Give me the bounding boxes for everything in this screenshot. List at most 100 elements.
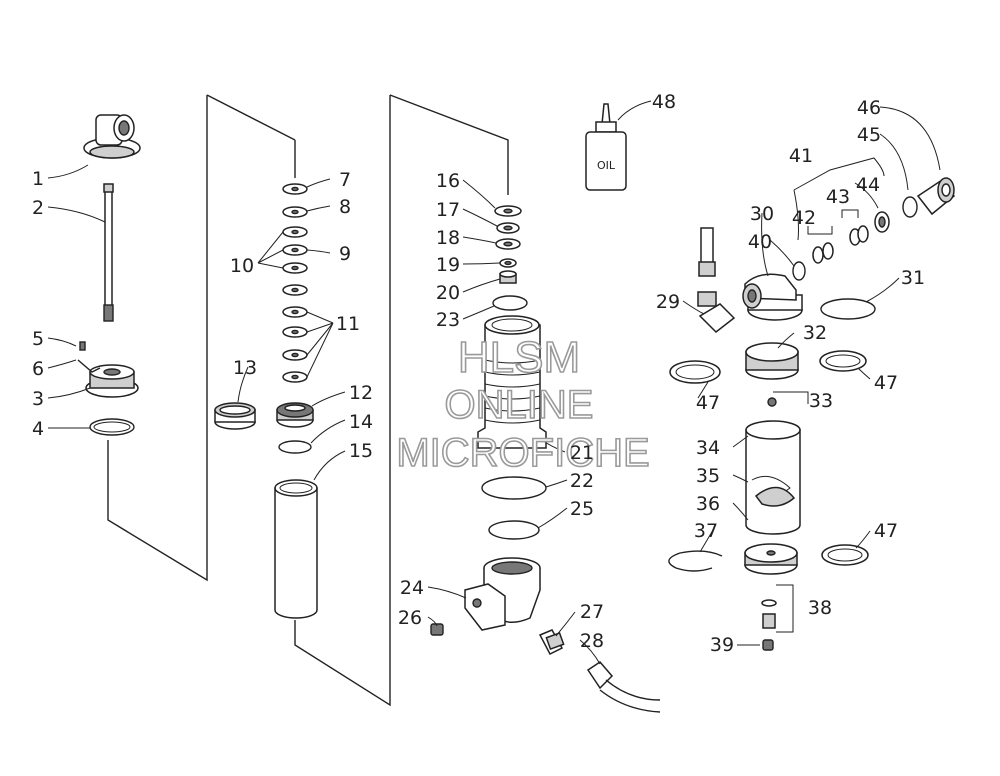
callout-26[interactable]: 26 [398, 607, 422, 629]
callout-38[interactable]: 38 [808, 597, 832, 619]
watermark: HLSM ONLINE MICROFICHE [396, 332, 651, 476]
shaft-part-2[interactable] [103, 183, 114, 322]
callout-25[interactable]: 25 [570, 498, 594, 520]
washers-part-42[interactable] [812, 242, 834, 264]
pin-part-5[interactable] [79, 341, 86, 351]
cap-part-39[interactable] [762, 639, 774, 651]
callout-40[interactable]: 40 [748, 231, 772, 253]
callout-9[interactable]: 9 [339, 243, 351, 265]
assembly-frame-lines [107, 94, 509, 707]
callout-23[interactable]: 23 [436, 309, 460, 331]
callout-12[interactable]: 12 [349, 382, 373, 404]
callout-36[interactable]: 36 [696, 493, 720, 515]
callout-24[interactable]: 24 [400, 577, 424, 599]
nut-part-3[interactable] [85, 364, 139, 398]
o-ring-part-23[interactable] [492, 295, 528, 311]
callout-13[interactable]: 13 [233, 357, 257, 379]
callout-19[interactable]: 19 [436, 254, 460, 276]
callout-17[interactable]: 17 [436, 199, 460, 221]
fitting-part-27[interactable] [538, 629, 565, 655]
callout-42[interactable]: 42 [792, 207, 816, 229]
callout-2[interactable]: 2 [32, 197, 44, 219]
watermark-line-3: MICROFICHE [396, 431, 649, 475]
washer-part-16[interactable] [494, 205, 522, 217]
watermark-line-2: ONLINE [445, 383, 594, 427]
callout-10[interactable]: 10 [230, 255, 254, 277]
seal-rings-part-47[interactable] [669, 350, 869, 566]
callout-47-left[interactable]: 47 [696, 392, 720, 414]
reservoir-head-part-30[interactable] [742, 273, 803, 321]
hose-fitting-part-29[interactable] [697, 227, 736, 333]
o-ring-part-22[interactable] [481, 476, 547, 500]
o-ring-part-31[interactable] [820, 298, 876, 320]
washer-part-19[interactable] [499, 258, 517, 268]
callout-46[interactable]: 46 [857, 97, 881, 119]
snap-ring-part-37[interactable] [668, 550, 723, 572]
piston-part-32[interactable] [745, 342, 799, 380]
hose-part-28[interactable] [586, 661, 661, 713]
callout-labels: 1 2 3 4 5 6 7 8 9 10 11 12 13 14 15 16 1… [32, 91, 925, 656]
callout-11[interactable]: 11 [336, 313, 360, 335]
callout-16[interactable]: 16 [436, 170, 460, 192]
callout-3[interactable]: 3 [32, 388, 44, 410]
callout-43[interactable]: 43 [826, 186, 850, 208]
oil-bottle-part-48[interactable] [585, 103, 627, 191]
piston-part-12[interactable] [276, 402, 314, 428]
adjuster-part-46[interactable] [916, 177, 956, 216]
callout-30[interactable]: 30 [750, 203, 774, 225]
callout-34[interactable]: 34 [696, 437, 720, 459]
o-ring-part-25[interactable] [488, 520, 540, 540]
callout-18[interactable]: 18 [436, 227, 460, 249]
lower-eyelet-part-24[interactable] [464, 557, 541, 631]
washer-stack-parts-7-11[interactable] [282, 183, 308, 383]
callout-29[interactable]: 29 [656, 291, 680, 313]
o-ring-part-40[interactable] [792, 261, 806, 281]
callout-44[interactable]: 44 [856, 174, 880, 196]
callout-20[interactable]: 20 [436, 282, 460, 304]
reservoir-part-34[interactable] [745, 420, 801, 535]
o-ring-part-4[interactable] [89, 418, 135, 436]
callout-7[interactable]: 7 [339, 169, 351, 191]
watermark-line-1: HLSM [458, 333, 580, 382]
eyelet-part-1[interactable] [83, 114, 141, 159]
washer-part-18[interactable] [495, 238, 521, 250]
spring-body-part-21[interactable] [477, 315, 547, 449]
callout-41[interactable]: 41 [789, 145, 813, 167]
leader-lines [47, 100, 941, 665]
end-cap-part-36[interactable] [744, 543, 798, 575]
callout-37[interactable]: 37 [694, 520, 718, 542]
callout-14[interactable]: 14 [349, 411, 373, 433]
callout-32[interactable]: 32 [803, 322, 827, 344]
valve-core-part-38[interactable] [761, 599, 777, 629]
callout-47-lower[interactable]: 47 [874, 520, 898, 542]
washer-part-44[interactable] [874, 211, 890, 233]
bushing-part-13[interactable] [214, 402, 256, 430]
callout-4[interactable]: 4 [32, 418, 44, 440]
callout-5[interactable]: 5 [32, 328, 44, 350]
callout-8[interactable]: 8 [339, 196, 351, 218]
callout-45[interactable]: 45 [857, 124, 881, 146]
callout-33[interactable]: 33 [809, 390, 833, 412]
callout-6[interactable]: 6 [32, 358, 44, 380]
callout-47-right[interactable]: 47 [874, 372, 898, 394]
callout-22[interactable]: 22 [570, 470, 594, 492]
callout-21[interactable]: 21 [570, 442, 594, 464]
callout-48[interactable]: 48 [652, 91, 676, 113]
callout-39[interactable]: 39 [710, 634, 734, 656]
o-ring-part-14[interactable] [278, 440, 312, 454]
o-ring-part-45[interactable] [902, 196, 918, 218]
washers-part-43[interactable] [849, 225, 869, 246]
cylinder-part-15[interactable] [274, 479, 318, 619]
clip-part-6[interactable] [77, 359, 101, 373]
callout-15[interactable]: 15 [349, 440, 373, 462]
washer-part-17[interactable] [496, 222, 520, 234]
valve-part-33[interactable] [767, 397, 777, 407]
callout-31[interactable]: 31 [901, 267, 925, 289]
screw-part-26[interactable] [430, 623, 444, 636]
callout-27[interactable]: 27 [580, 601, 604, 623]
callout-1[interactable]: 1 [32, 168, 44, 190]
nut-part-20[interactable] [499, 270, 517, 284]
callout-28[interactable]: 28 [580, 630, 604, 652]
callout-35[interactable]: 35 [696, 465, 720, 487]
